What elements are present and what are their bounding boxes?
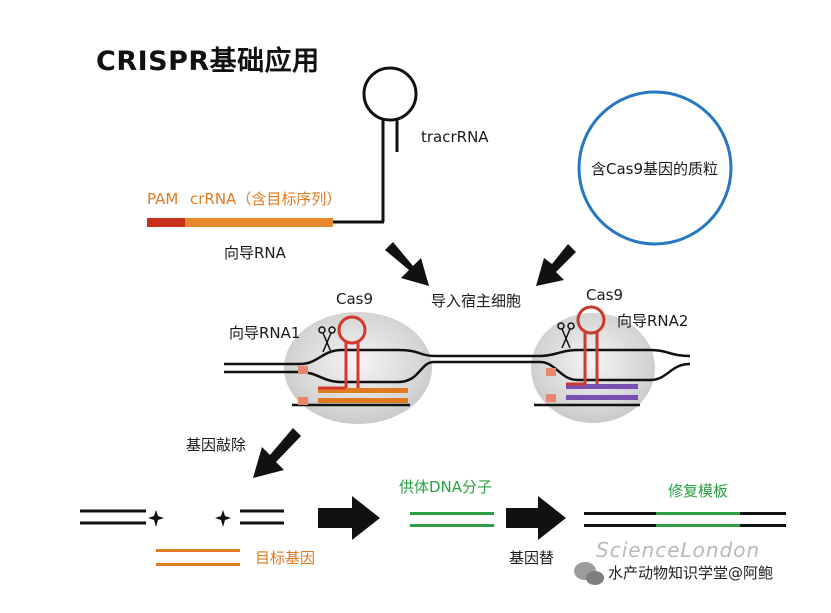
arrow-icon bbox=[318, 496, 380, 540]
pam-bar bbox=[147, 218, 185, 227]
pam-left-mark-2 bbox=[298, 397, 308, 405]
knockout-label: 基因敲除 bbox=[186, 436, 247, 454]
replaced-left-2 bbox=[584, 524, 656, 527]
crrna-label: crRNA（含目标序列） bbox=[190, 190, 342, 208]
cas9-right-label: Cas9 bbox=[586, 286, 624, 304]
wechat-icon bbox=[574, 562, 604, 585]
plasmid-label: 含Cas9基因的质粒 bbox=[591, 160, 719, 178]
guide-rna-construct bbox=[147, 66, 418, 227]
replaced-template bbox=[656, 512, 740, 515]
crrna-bar bbox=[185, 218, 333, 227]
scissors-icon bbox=[561, 328, 571, 349]
wechat-account-label: 水产动物知识学堂@阿鲍 bbox=[608, 564, 774, 582]
wechat-icon bbox=[586, 571, 604, 585]
template-label: 修复模板 bbox=[668, 482, 729, 500]
donor-label: 供体DNA分子 bbox=[399, 478, 493, 496]
scissors-icon bbox=[328, 326, 336, 334]
page-title: CRISPR基础应用 bbox=[96, 46, 320, 77]
tracr-loop bbox=[362, 66, 418, 122]
replaced-right-2 bbox=[740, 524, 786, 527]
arrow-icon bbox=[253, 428, 301, 478]
guide-rna-right bbox=[566, 305, 606, 386]
excised-target-bar bbox=[156, 549, 240, 552]
guide-left-loop bbox=[337, 315, 367, 345]
guide1-label: 向导RNA1 bbox=[229, 324, 301, 342]
target-gene-label: 目标基因 bbox=[255, 549, 316, 567]
replaced-right bbox=[740, 512, 786, 515]
pam-left-mark bbox=[298, 366, 308, 374]
tracrrna-label: tracrRNA bbox=[421, 128, 489, 146]
arrow-icon bbox=[385, 242, 429, 286]
cas9-left-label: Cas9 bbox=[336, 290, 374, 308]
arrow-icon bbox=[506, 496, 566, 540]
guide2-label: 向导RNA2 bbox=[617, 312, 689, 330]
replace-label: 基因替 bbox=[509, 549, 555, 567]
scissors-icon bbox=[318, 326, 336, 353]
scissors-icon bbox=[557, 322, 565, 330]
target-right-bar bbox=[566, 384, 638, 389]
arrow-icon bbox=[536, 244, 576, 286]
introduce-label: 导入宿主细胞 bbox=[431, 292, 522, 310]
scissors-icon bbox=[567, 322, 575, 330]
break-star-icon bbox=[215, 510, 231, 527]
donor-bar-2 bbox=[410, 524, 494, 527]
pam-right-mark-2 bbox=[546, 394, 556, 402]
donor-bar bbox=[410, 512, 494, 515]
scissors-icon bbox=[557, 322, 575, 349]
knockout-dna bbox=[80, 509, 284, 525]
pam-label: PAM bbox=[147, 190, 179, 208]
target-left-bar bbox=[318, 388, 408, 393]
pam-right-mark bbox=[546, 368, 556, 376]
scissors-icon bbox=[322, 332, 332, 353]
excised-target-bar-2 bbox=[156, 563, 240, 566]
arrow-icon bbox=[253, 242, 576, 540]
plasmid-circle bbox=[577, 90, 733, 246]
replaced-left bbox=[584, 512, 656, 515]
scissors-icon bbox=[318, 326, 326, 334]
replaced-template-2 bbox=[656, 524, 740, 527]
guide-rna-label: 向导RNA bbox=[224, 244, 286, 262]
guide-rna-left bbox=[318, 315, 367, 390]
target-left-bar-2 bbox=[318, 398, 408, 403]
watermark-text: ScienceLondon bbox=[596, 538, 761, 562]
dna-top-strand bbox=[224, 348, 691, 366]
genomic-dna bbox=[224, 348, 691, 407]
target-right-bar-2 bbox=[566, 395, 638, 400]
guide-right-loop bbox=[576, 305, 606, 335]
dna-top-strand-2 bbox=[224, 360, 691, 384]
replaced-dna bbox=[584, 512, 786, 527]
break-star-icon bbox=[148, 510, 164, 527]
